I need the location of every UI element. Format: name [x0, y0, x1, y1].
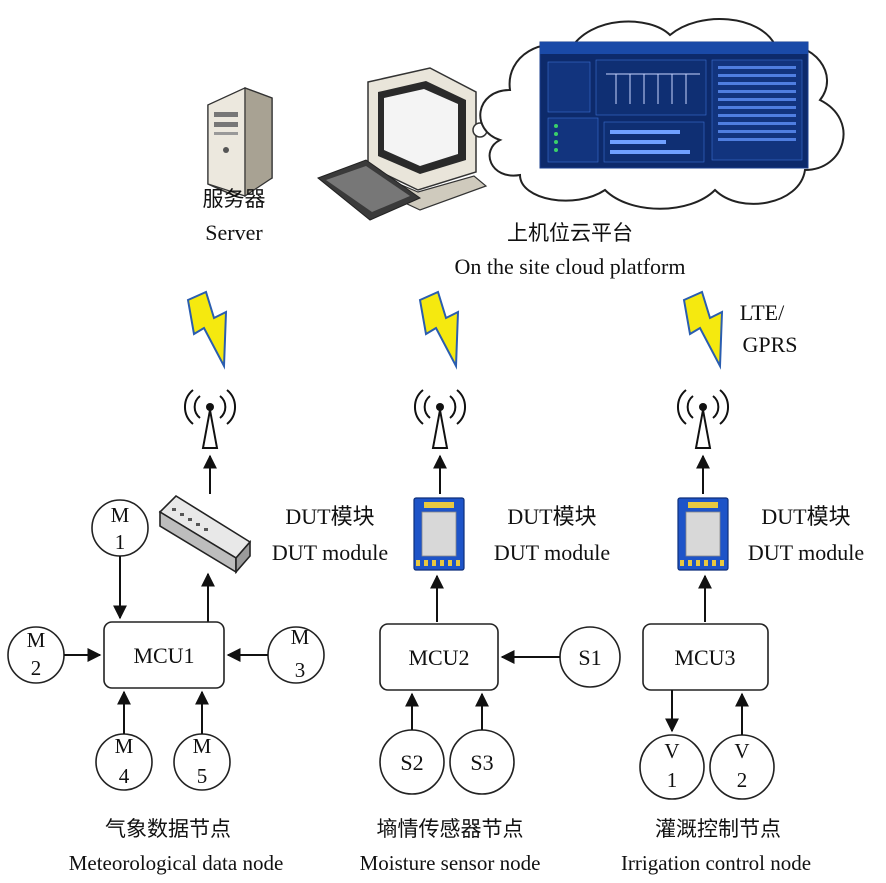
sensor-m1-l1: M	[111, 503, 130, 527]
sensor-m4-l1: M	[115, 734, 134, 758]
valve-v1-l2: 1	[667, 768, 678, 792]
server-icon	[207, 87, 273, 198]
dut-label-en-3: DUT module	[748, 540, 864, 565]
mcu1-box	[103, 621, 225, 689]
sensor-m2-l2: 2	[31, 656, 42, 680]
lightning-icon-2	[418, 290, 460, 370]
node3-title-zh: 灌溉控制节点	[655, 817, 781, 841]
platform-label-en: On the site cloud platform	[455, 254, 686, 279]
cloud-platform-screen	[539, 41, 809, 169]
lightning-icon-1	[186, 290, 228, 370]
dut-module-1-icon	[158, 494, 252, 575]
sensor-s2-label: S2	[400, 750, 423, 775]
node3-title-en: Irrigation control node	[621, 851, 811, 875]
sensor-m2-l1: M	[27, 628, 46, 652]
node2-title-en: Moisture sensor node	[360, 851, 541, 875]
node1-title-zh: 气象数据节点	[105, 817, 231, 841]
dut-module-3-icon	[677, 497, 729, 571]
dut-label-en-2: DUT module	[494, 540, 610, 565]
dut-label-zh-3: DUT模块	[761, 504, 850, 529]
node2-title-zh: 墒情传感器节点	[377, 817, 524, 841]
sensor-s3-label: S3	[470, 750, 493, 775]
lightning-icon-3	[682, 290, 724, 370]
gprs-label: GPRS	[742, 332, 797, 357]
mcu2-box	[379, 623, 499, 691]
dut-label-en-1: DUT module	[272, 540, 388, 565]
valve-v2-l1: V	[734, 739, 749, 763]
sensor-m3-l1: M	[291, 625, 310, 649]
mcu2-label: MCU2	[408, 645, 469, 670]
sensor-s1-label: S1	[578, 645, 601, 670]
antenna-icon-2	[413, 389, 467, 449]
dut-label-zh-1: DUT模块	[285, 504, 374, 529]
dut-module-2-icon	[413, 497, 465, 571]
sensor-m5-l2: 5	[197, 764, 208, 788]
computer-icon	[317, 67, 495, 221]
valve-v1-l1: V	[664, 739, 679, 763]
mcu3-label: MCU3	[674, 645, 735, 670]
sensor-m3-l2: 3	[295, 658, 306, 682]
antenna-icon-3	[676, 389, 730, 449]
node1-title-en: Meteorological data node	[69, 851, 284, 875]
sensor-m1-l2: 1	[115, 530, 126, 554]
sensor-m5-l1: M	[193, 734, 212, 758]
mcu1-label: MCU1	[133, 643, 194, 668]
valve-v2-l2: 2	[737, 768, 748, 792]
dut-label-zh-2: DUT模块	[507, 504, 596, 529]
server-label-zh: 服务器	[203, 187, 266, 211]
sensor-m4-l2: 4	[119, 764, 130, 788]
server-label-en: Server	[205, 220, 263, 245]
antenna-icon-1	[183, 389, 237, 449]
mcu3-box	[642, 623, 769, 691]
platform-label-zh: 上机位云平台	[507, 221, 633, 245]
lte-label: LTE/	[740, 300, 785, 325]
valve-v1	[639, 734, 705, 800]
